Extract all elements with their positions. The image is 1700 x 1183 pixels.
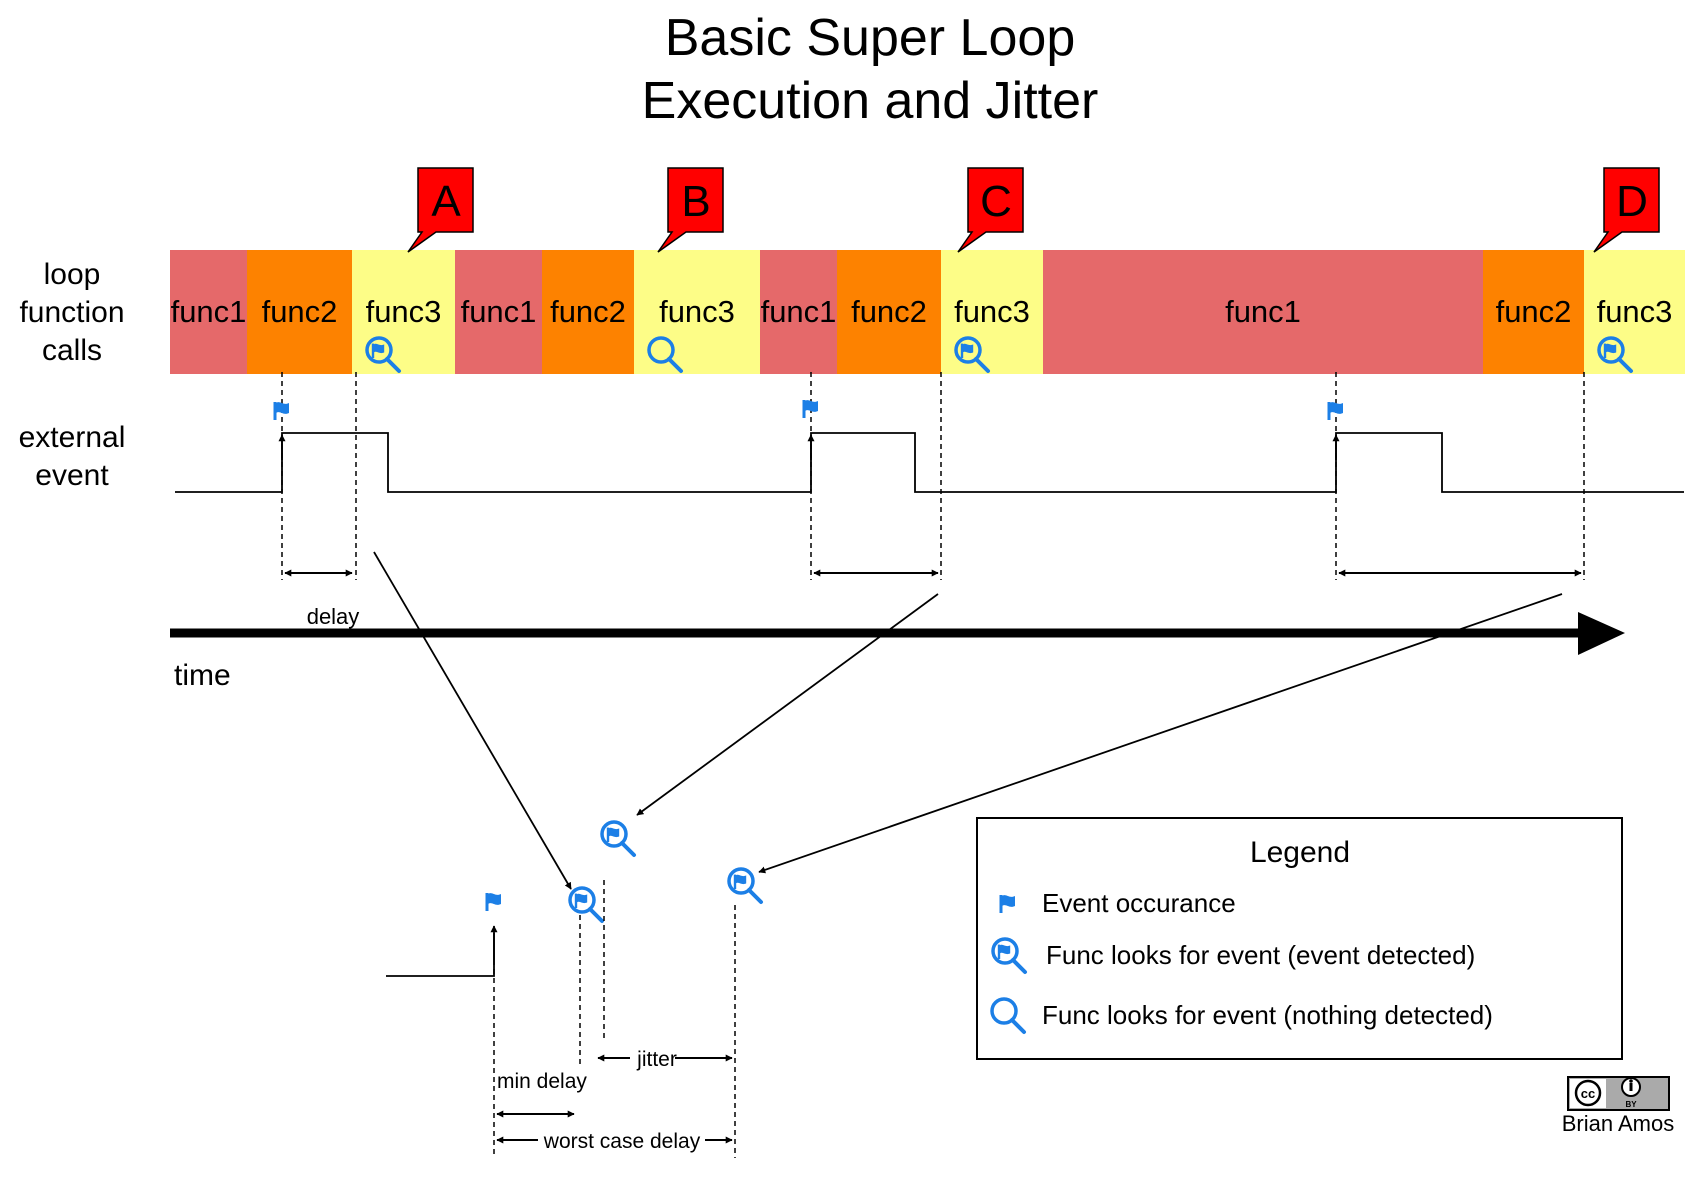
legend-detected-label: Func looks for event (event detected)	[1046, 940, 1475, 970]
legend: Legend Event occurance Func looks for ev…	[976, 817, 1623, 1060]
legend-title: Legend	[1250, 836, 1350, 869]
min-delay-label: min delay	[497, 1070, 587, 1093]
timeline-block-func2	[1483, 250, 1584, 374]
event-waveform	[175, 432, 1684, 493]
timeline-block-label: func3	[954, 294, 1030, 329]
callout-b: B	[657, 167, 724, 253]
loop-row-label: loop function calls	[19, 258, 124, 367]
timeline-block-label: func2	[550, 294, 626, 329]
worst-case-delay-label: worst case delay	[543, 1130, 701, 1153]
callout-c: C	[957, 167, 1024, 253]
diagram-title-line1: Basic Super Loop	[665, 9, 1076, 67]
license-cc-text: cc	[1581, 1086, 1595, 1101]
callout-d-label: D	[1616, 177, 1648, 226]
timeline-block-label: func2	[262, 294, 338, 329]
event-label-line2: event	[35, 459, 109, 492]
loop-label-line2: function	[19, 296, 124, 329]
timeline-block-label: func3	[1597, 294, 1673, 329]
legend-event-label: Event occurance	[1042, 888, 1236, 918]
timeline-block-func1	[455, 250, 542, 374]
callout-b-label: B	[681, 177, 710, 226]
time-axis-arrowhead	[1578, 612, 1625, 655]
timeline-block-func2	[247, 250, 352, 374]
diagram-title-line2: Execution and Jitter	[642, 72, 1099, 130]
detail-event-flag-icon	[485, 893, 501, 911]
event-flag-icon	[802, 400, 818, 418]
callout-a: A	[407, 167, 474, 253]
mapping-arrows	[373, 551, 1563, 890]
dashed-guides	[281, 372, 1585, 580]
detail-dashed-guides	[493, 880, 736, 1158]
event-row-label: external event	[19, 421, 126, 492]
legend-nothing-label: Func looks for event (nothing detected)	[1042, 1000, 1493, 1030]
detail-detected-icon	[570, 888, 602, 921]
timeline-block-func2	[837, 250, 941, 374]
timeline-block-label: func3	[659, 294, 735, 329]
time-label: time	[174, 659, 231, 692]
license-by-text: BY	[1625, 1100, 1637, 1109]
loop-label-line3: calls	[42, 334, 102, 367]
timeline-block-label: func1	[171, 294, 247, 329]
timeline-block-func1	[760, 250, 837, 374]
timeline-block-label: func2	[851, 294, 927, 329]
delay-label: delay	[307, 604, 360, 629]
license-badge: cc BY	[1567, 1076, 1670, 1111]
loop-timeline: func1 func2 func3 func1 func2 func3 func1 func2…	[170, 250, 1685, 374]
timeline-block-func2	[542, 250, 634, 374]
author-credit: Brian Amos	[1562, 1111, 1675, 1136]
loop-label-line1: loop	[44, 258, 101, 291]
callout-d: D	[1593, 167, 1660, 253]
legend-box	[976, 817, 1623, 1060]
detail-detected-icon	[602, 822, 634, 855]
callout-c-label: C	[980, 177, 1012, 226]
jitter-label: jitter	[636, 1048, 677, 1071]
event-label-line1: external	[19, 421, 126, 454]
timeline-block-func1	[1043, 250, 1483, 374]
callout-a-label: A	[431, 177, 461, 226]
detail-measure-arrows	[496, 1054, 733, 1144]
timeline-block-label: func1	[1225, 294, 1301, 329]
timeline-block-label: func3	[366, 294, 442, 329]
timeline-block-label: func2	[1496, 294, 1572, 329]
detail-event-waveform	[386, 933, 495, 977]
timeline-block-func1	[170, 250, 247, 374]
timeline-block-label: func1	[761, 294, 837, 329]
timeline-block-label: func1	[461, 294, 537, 329]
detail-detected-icon	[729, 869, 761, 902]
event-rise-arrows	[278, 434, 1340, 460]
timeline-block-func3	[634, 250, 760, 374]
